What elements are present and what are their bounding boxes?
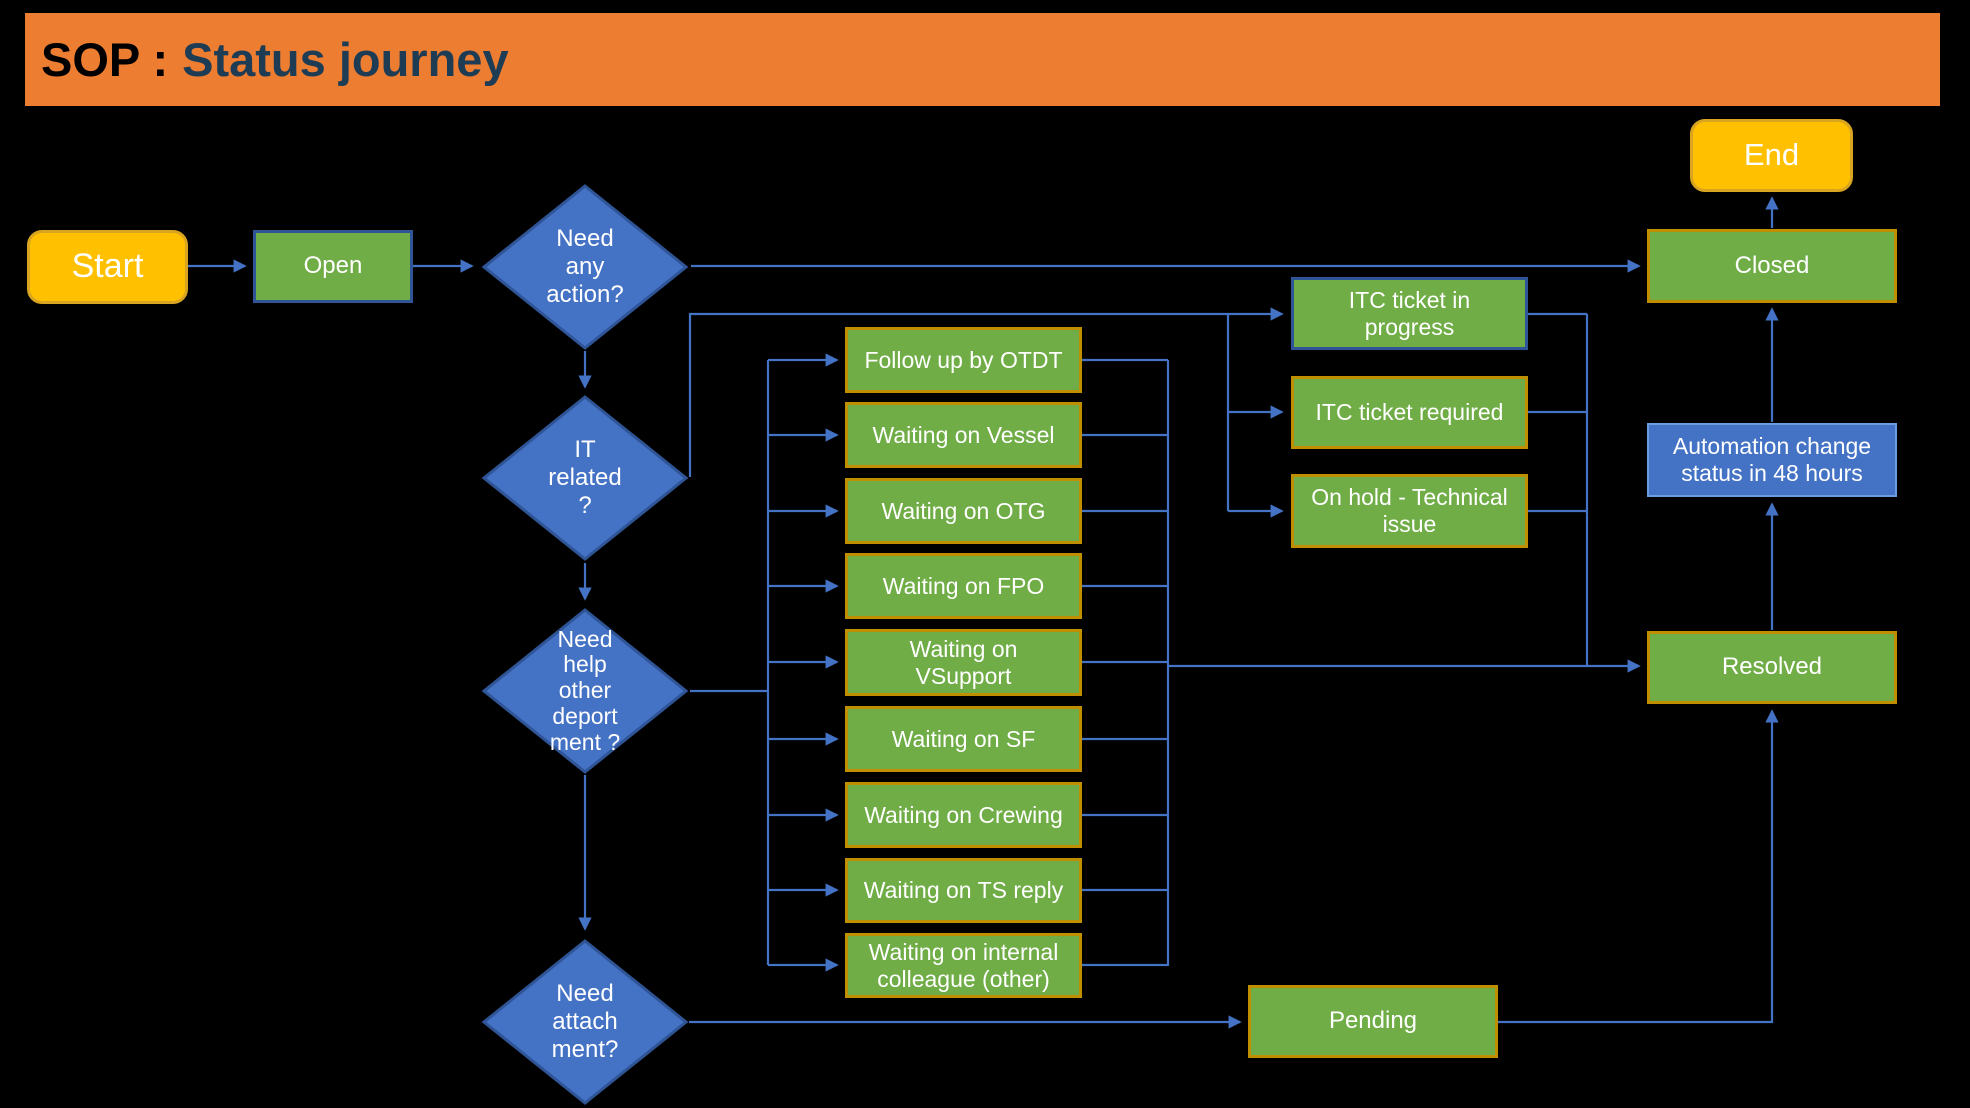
diamond-shape xyxy=(481,608,689,774)
diamond-shape xyxy=(481,184,689,350)
node-label: Closed xyxy=(1734,251,1810,279)
node-label: Resolved xyxy=(1721,653,1823,681)
node-label: Open xyxy=(303,252,363,280)
node-label: ITC ticket in progress xyxy=(1348,286,1471,340)
node-start: Start xyxy=(27,230,188,304)
node-waiting-on-internal-colleague: Waiting on internal colleague (other) xyxy=(845,933,1082,998)
node-waiting-on-ts-reply: Waiting on TS reply xyxy=(845,858,1082,923)
node-label: Waiting on TS reply xyxy=(863,877,1064,904)
title-highlight: Status journey xyxy=(182,33,509,86)
connector-pending-resolved xyxy=(1498,709,1779,1024)
node-label: Waiting on VSupport xyxy=(909,635,1018,689)
diamond-shape xyxy=(481,939,689,1105)
node-closed: Closed xyxy=(1647,229,1897,303)
node-label: Follow up by OTDT xyxy=(864,346,1063,373)
diamond-shape xyxy=(481,395,689,561)
node-on-hold-technical-issue: On hold - Technical issue xyxy=(1291,474,1528,548)
node-waiting-on-vsupport: Waiting on VSupport xyxy=(845,629,1082,696)
node-itc-ticket-in-progress: ITC ticket in progress xyxy=(1291,277,1528,350)
node-pending: Pending xyxy=(1248,985,1498,1058)
node-follow-up-otdt: Follow up by OTDT xyxy=(845,327,1082,393)
title-banner: SOP : Status journey xyxy=(25,13,1940,106)
node-label: Start xyxy=(71,247,144,286)
connector-itrelated-feeder xyxy=(688,312,1228,477)
node-label: Waiting on Crewing xyxy=(864,801,1063,828)
node-resolved: Resolved xyxy=(1647,631,1897,704)
node-label: Waiting on internal colleague (other) xyxy=(868,938,1059,992)
node-end: End xyxy=(1690,119,1853,192)
node-label: ITC ticket required xyxy=(1315,399,1504,426)
decision-it-related: IT related ? xyxy=(481,394,689,562)
node-itc-ticket-required: ITC ticket required xyxy=(1291,376,1528,449)
node-waiting-on-vessel: Waiting on Vessel xyxy=(845,402,1082,468)
node-waiting-on-otg: Waiting on OTG xyxy=(845,478,1082,544)
node-label: On hold - Technical issue xyxy=(1311,484,1508,537)
node-label: Automation change status in 48 hours xyxy=(1672,433,1872,486)
node-waiting-on-fpo: Waiting on FPO xyxy=(845,553,1082,619)
decision-need-any-action: Need any action? xyxy=(481,183,689,351)
node-label: Waiting on OTG xyxy=(881,497,1046,524)
title-prefix: SOP : xyxy=(41,33,169,86)
node-label: End xyxy=(1743,137,1800,173)
node-waiting-on-sf: Waiting on SF xyxy=(845,706,1082,772)
node-waiting-on-crewing: Waiting on Crewing xyxy=(845,782,1082,848)
node-label: Waiting on FPO xyxy=(882,572,1045,599)
node-label: Waiting on Vessel xyxy=(872,421,1055,448)
node-label: Waiting on SF xyxy=(891,725,1036,752)
node-open: Open xyxy=(253,230,413,303)
decision-need-attachment: Need attach ment? xyxy=(481,938,689,1106)
node-label: Pending xyxy=(1328,1007,1418,1035)
decision-need-help-other-department: Need help other deport ment ? xyxy=(481,607,689,775)
node-automation-change-status: Automation change status in 48 hours xyxy=(1647,423,1897,497)
